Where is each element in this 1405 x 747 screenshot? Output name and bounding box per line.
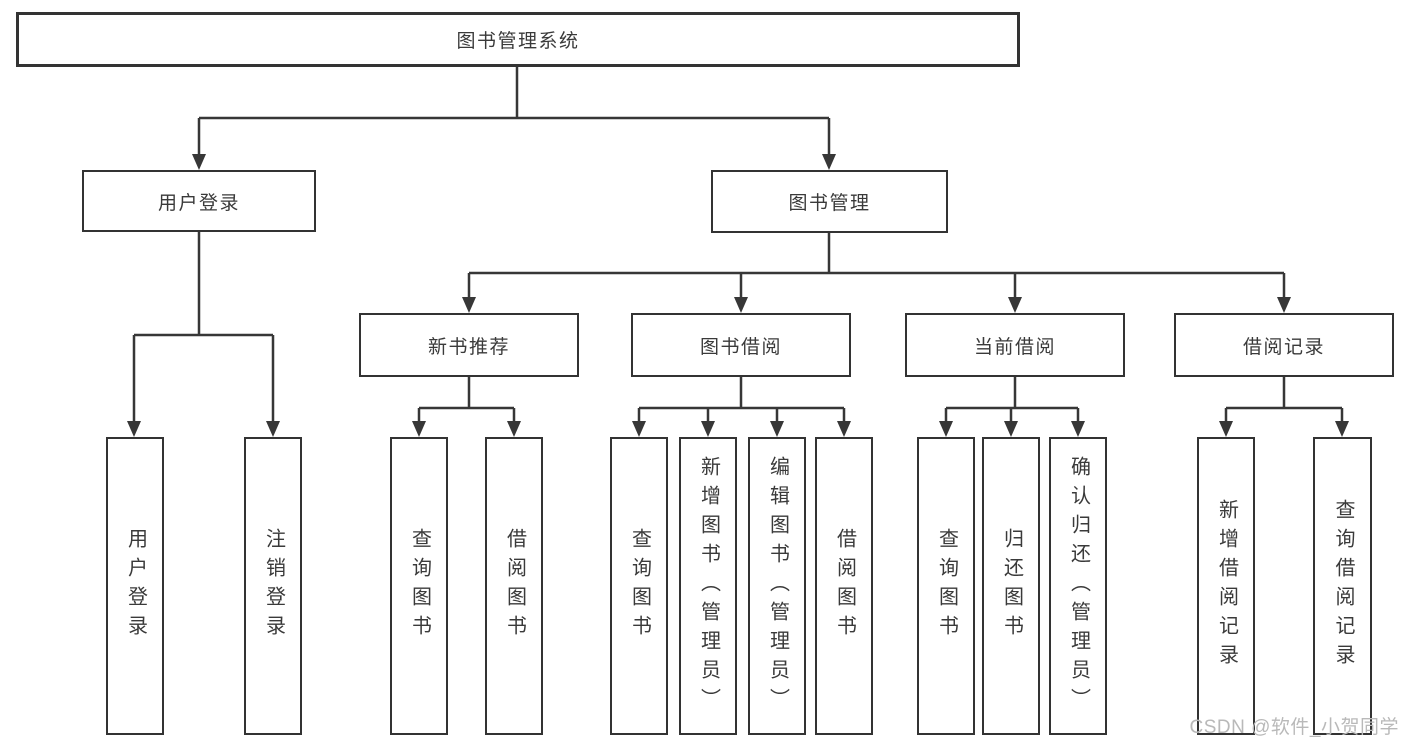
leaf-user-login: 用户登录 [106,437,164,735]
leaf-query-books: 查询图书 [610,437,668,735]
node-label: 新书推荐 [427,336,510,358]
leaf-label: 新增图书（管理员） [697,455,720,717]
leaf-label: 新增借阅记录 [1215,499,1238,673]
leaf-query-books-recommend: 查询图书 [390,437,448,735]
leaf-label: 查询图书 [408,528,431,644]
csdn-watermark: CSDN @软件_小贺同学 [1189,717,1399,738]
node-library-system: 图书管理系统 [16,12,1020,67]
node-label: 图书借阅 [699,336,782,358]
leaf-label: 查询借阅记录 [1332,499,1354,673]
leaf-query-borrow-record: 查询借阅记录 [1313,437,1372,735]
node-current-borrow: 当前借阅 [905,313,1125,377]
node-book-borrow: 图书借阅 [631,313,851,377]
leaf-query-current-books: 查询图书 [917,437,975,735]
node-new-book-recommend: 新书推荐 [359,313,579,377]
node-label: 用户登录 [157,192,240,214]
leaf-borrow-books-recommend: 借阅图书 [485,437,543,735]
leaf-label: 查询图书 [628,528,651,644]
leaf-label: 用户登录 [124,528,147,644]
node-label: 图书管理系统 [456,31,580,52]
leaf-label: 注销登录 [262,528,285,644]
leaf-confirm-return-admin: 确认归还（管理员） [1049,437,1107,735]
node-label: 图书管理 [788,193,871,214]
leaf-borrow-books: 借阅图书 [815,437,873,735]
node-user-login: 用户登录 [82,170,316,232]
node-label: 当前借阅 [973,336,1056,358]
leaf-label: 查询图书 [935,528,958,644]
node-borrow-records: 借阅记录 [1174,313,1394,377]
leaf-label: 借阅图书 [503,528,526,644]
leaf-return-books: 归还图书 [982,437,1040,735]
leaf-edit-books-admin: 编辑图书（管理员） [748,437,806,735]
node-label: 借阅记录 [1242,336,1325,358]
leaf-label: 确认归还（管理员） [1067,455,1090,717]
leaf-label: 借阅图书 [833,528,856,644]
node-book-management: 图书管理 [711,170,948,233]
leaf-add-books-admin: 新增图书（管理员） [679,437,737,735]
leaf-label: 编辑图书（管理员） [766,455,789,717]
leaf-add-borrow-record: 新增借阅记录 [1197,437,1255,735]
leaf-label: 归还图书 [1000,528,1023,644]
leaf-logout: 注销登录 [244,437,302,735]
